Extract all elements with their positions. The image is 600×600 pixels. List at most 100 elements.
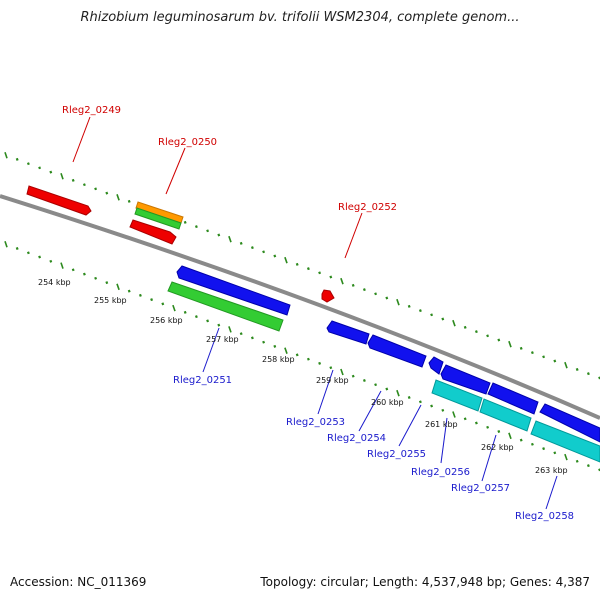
minor-tick [206, 229, 210, 233]
minor-tick [105, 191, 109, 195]
gene-label-rleg2-0252[interactable]: Rleg2_0252 [338, 202, 397, 213]
gene-label-rleg2-0250[interactable]: Rleg2_0250 [158, 137, 217, 148]
minor-tick [374, 292, 378, 296]
minor-tick [183, 220, 187, 224]
major-tick [60, 173, 64, 180]
scale-label: 255 kbp [94, 296, 127, 305]
minor-tick [575, 459, 579, 463]
major-tick [564, 361, 568, 369]
minor-tick [127, 289, 131, 293]
minor-tick [138, 293, 142, 297]
gene-label-rleg2-0255[interactable]: Rleg2_0255 [367, 449, 426, 460]
gene-rleg2-0258-blue[interactable] [539, 403, 600, 443]
tick-marks [4, 152, 600, 472]
major-tick [452, 319, 456, 327]
minor-tick [273, 254, 277, 258]
gene-rleg2-0249[interactable] [26, 185, 92, 216]
major-tick [60, 262, 64, 269]
minor-tick [362, 288, 366, 292]
minor-tick [15, 247, 19, 250]
minor-tick [250, 246, 254, 250]
minor-tick [127, 199, 131, 203]
minor-tick [49, 170, 53, 174]
minor-tick [306, 267, 310, 271]
gene-rleg2-0251-blue[interactable] [176, 265, 291, 316]
minor-tick [385, 296, 389, 300]
minor-tick [553, 359, 557, 363]
gene-labels-bottom: Rleg2_0251 Rleg2_0253 Rleg2_0254 Rleg2_0… [173, 375, 574, 522]
gene-rleg2-0250[interactable] [129, 219, 177, 245]
minor-tick [71, 178, 75, 182]
minor-tick [418, 309, 422, 313]
minor-tick [497, 338, 501, 342]
gene-rleg2-0250-green[interactable] [134, 207, 182, 230]
minor-tick [385, 387, 389, 391]
minor-tick [250, 336, 254, 340]
scale-label: 260 kbp [371, 398, 404, 407]
gene-label-rleg2-0249[interactable]: Rleg2_0249 [62, 105, 121, 116]
minor-tick [273, 344, 277, 348]
gene-rleg2-0251[interactable] [167, 281, 284, 332]
minor-tick [374, 383, 378, 387]
minor-tick [318, 361, 322, 365]
scale-label: 258 kbp [262, 355, 295, 364]
gene-rleg2-0257-blue[interactable] [487, 382, 539, 415]
minor-tick [217, 233, 221, 237]
minor-tick [26, 162, 30, 166]
major-tick [228, 326, 232, 333]
minor-tick [295, 353, 299, 357]
minor-tick [553, 451, 557, 455]
minor-tick [26, 251, 30, 255]
minor-tick [49, 259, 53, 263]
gene-rleg2-0255[interactable] [428, 356, 444, 375]
minor-tick [161, 302, 165, 306]
minor-tick [530, 442, 534, 446]
gene-label-rleg2-0254[interactable]: Rleg2_0254 [327, 433, 386, 444]
minor-tick [351, 283, 355, 287]
major-tick [4, 241, 8, 248]
minor-tick [150, 298, 154, 302]
minor-tick [463, 325, 467, 329]
minor-tick [418, 400, 422, 404]
minor-tick [38, 255, 42, 259]
genome-backbone [0, 194, 600, 420]
gene-rleg2-0256-blue[interactable] [440, 364, 491, 395]
minor-tick [306, 357, 310, 361]
gene-label-rleg2-0258[interactable]: Rleg2_0258 [515, 511, 574, 522]
gene-rleg2-0253[interactable] [326, 320, 370, 345]
minor-tick [530, 351, 534, 355]
gene-label-rleg2-0257[interactable]: Rleg2_0257 [451, 483, 510, 494]
scale-label: 259 kbp [316, 376, 349, 385]
gene-rleg2-0254[interactable] [367, 334, 427, 368]
major-tick [564, 453, 568, 461]
gene-label-rleg2-0256[interactable]: Rleg2_0256 [411, 467, 470, 478]
minor-tick [38, 166, 42, 170]
minor-tick [441, 408, 445, 412]
minor-tick [586, 464, 590, 468]
minor-tick [183, 310, 187, 314]
leader-lines-top [72, 116, 363, 259]
minor-tick [329, 366, 333, 370]
minor-tick [239, 241, 243, 245]
minor-tick [94, 276, 98, 280]
minor-tick [206, 319, 210, 323]
gene-label-rleg2-0253[interactable]: Rleg2_0253 [286, 417, 345, 428]
minor-tick [575, 367, 579, 371]
minor-tick [430, 313, 434, 317]
gene-rleg2-0258[interactable] [530, 420, 600, 463]
gene-label-rleg2-0251[interactable]: Rleg2_0251 [173, 375, 232, 386]
reverse-strand-genes [167, 265, 600, 463]
major-tick [508, 432, 512, 440]
minor-tick [441, 317, 445, 321]
minor-tick [486, 334, 490, 338]
scale-label: 263 kbp [535, 466, 568, 475]
minor-tick [15, 157, 19, 161]
minor-tick [217, 323, 221, 327]
minor-tick [318, 271, 322, 275]
gene-rleg2-0256[interactable] [431, 379, 483, 412]
gene-rleg2-0252[interactable] [321, 289, 335, 303]
gene-rleg2-0257[interactable] [479, 398, 532, 432]
minor-tick [105, 281, 109, 285]
